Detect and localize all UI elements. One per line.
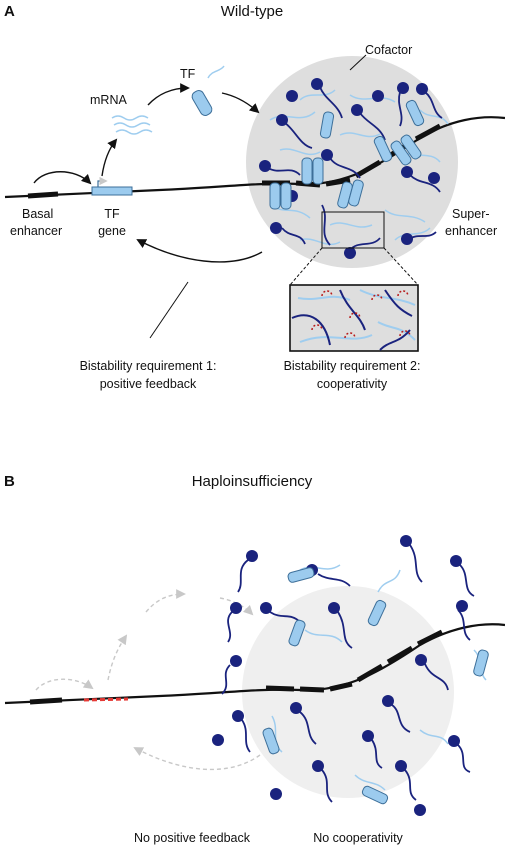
cofactor-balls-b xyxy=(212,535,468,816)
label-super-2: enhancer xyxy=(445,224,497,238)
cofactor-tails-b xyxy=(221,544,475,803)
tf-tails-a xyxy=(269,89,449,246)
basal-enhancer-segment xyxy=(27,191,59,199)
panel-b: B Haploinsufficiency xyxy=(4,473,505,845)
cofactor-tails-a xyxy=(267,86,443,251)
tf-proteins-free-b xyxy=(262,567,489,805)
basal-to-gene-arrow xyxy=(33,171,92,185)
cofactor-balls-a xyxy=(259,78,440,259)
tf-to-condensate-arrow xyxy=(221,92,260,114)
label-basal-2: enhancer xyxy=(10,224,62,238)
label-no-feedback: No positive feedback xyxy=(134,831,251,845)
gene-to-mrna-arrow xyxy=(101,138,118,177)
req1-leader-line xyxy=(149,281,189,339)
label-basal-1: Basal xyxy=(22,207,53,221)
cofactor-leader-line xyxy=(349,54,367,71)
label-cofactor: Cofactor xyxy=(365,43,412,57)
zoom-line-right xyxy=(383,247,419,286)
label-tf: TF xyxy=(180,67,196,81)
inset-panel xyxy=(289,284,419,352)
feedback-arrow xyxy=(136,239,263,263)
tf-proteins-bound-a xyxy=(269,99,425,210)
mrna-icon xyxy=(111,115,153,135)
label-req1-2: positive feedback xyxy=(100,377,197,391)
deleted-tf-gene xyxy=(83,697,129,702)
basal-enhancer-segment-b xyxy=(29,697,63,705)
condensate-b xyxy=(242,586,454,798)
label-req2-1: Bistability requirement 2: xyxy=(284,359,421,373)
zoom-line-left xyxy=(289,247,323,286)
label-req2-2: cooperativity xyxy=(317,377,388,391)
super-enhancer-segments-b xyxy=(265,629,444,693)
panel-a-title: Wild-type xyxy=(221,3,284,20)
zoom-box xyxy=(321,211,385,249)
tf-gene-box xyxy=(91,186,133,196)
panel-b-title: Haploinsufficiency xyxy=(192,473,313,490)
tss-arrow-icon xyxy=(97,176,108,187)
inset-interaction-marks xyxy=(311,290,411,339)
label-mrna: mRNA xyxy=(90,93,127,107)
label-tf-gene-1: TF xyxy=(104,207,120,221)
tf-protein-icon xyxy=(191,65,225,116)
condensate-a xyxy=(246,56,458,268)
label-req1-1: Bistability requirement 1: xyxy=(80,359,217,373)
faded-arrows xyxy=(35,589,261,771)
label-no-cooperativity: No cooperativity xyxy=(313,831,403,845)
panel-a-letter: A xyxy=(4,3,15,20)
label-super-1: Super- xyxy=(452,207,490,221)
panel-a: A Wild-type xyxy=(4,3,505,391)
mrna-to-tf-arrow xyxy=(147,83,190,106)
panel-b-letter: B xyxy=(4,473,15,490)
label-tf-gene-2: gene xyxy=(98,224,126,238)
